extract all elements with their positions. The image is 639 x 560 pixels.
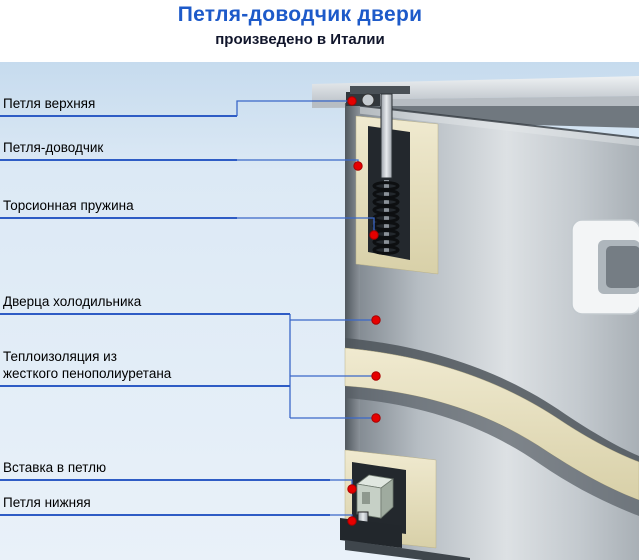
bottom-hinge-bracket <box>340 518 402 548</box>
dot-fridge-door <box>371 315 381 325</box>
closer-hinge-rod <box>380 93 393 179</box>
label-bottom-hinge-text: Петля нижняя <box>3 495 91 510</box>
label-hinge-insert: Вставка в петлю <box>0 459 330 481</box>
dot-insulation-2 <box>371 413 381 423</box>
label-hinge-insert-text: Вставка в петлю <box>3 460 107 475</box>
label-fridge-door-text: Дверца холодильника <box>3 294 142 309</box>
label-fridge-door: Дверца холодильника <box>0 293 290 315</box>
label-closer-hinge: Петля-доводчик <box>0 139 237 161</box>
dot-bottom-hinge <box>347 516 357 526</box>
page-subtitle: произведено в Италии <box>215 31 385 48</box>
label-bottom-hinge: Петля нижняя <box>0 494 330 516</box>
torsion-spring-coil <box>372 180 400 255</box>
label-top-hinge: Петля верхняя <box>0 95 237 117</box>
label-insulation-line2: жесткого пенополиуретана <box>3 366 172 381</box>
insulation-layer <box>344 338 639 516</box>
label-torsion-spring: Торсионная пружина <box>0 197 237 219</box>
dot-hinge-insert <box>347 484 357 494</box>
dot-insulation-1 <box>371 371 381 381</box>
callout-dots <box>347 96 381 526</box>
dot-closer-hinge <box>353 161 363 171</box>
dot-top-hinge <box>347 96 357 106</box>
label-top-hinge-text: Петля верхняя <box>3 96 96 111</box>
door-handle <box>571 219 639 315</box>
hinge-insert-block <box>356 474 394 519</box>
bottom-hinge-assembly <box>340 449 470 560</box>
label-insulation-line1: Теплоизоляция из <box>3 349 117 364</box>
page-title: Петля-доводчик двери <box>177 3 423 26</box>
cabinet-top-panel <box>312 76 639 128</box>
label-closer-hinge-text: Петля-доводчик <box>3 140 104 155</box>
label-insulation: Теплоизоляция из жесткого пенополиуретан… <box>0 348 290 387</box>
label-torsion-spring-text: Торсионная пружина <box>3 198 134 213</box>
dot-torsion-spring <box>369 230 379 240</box>
